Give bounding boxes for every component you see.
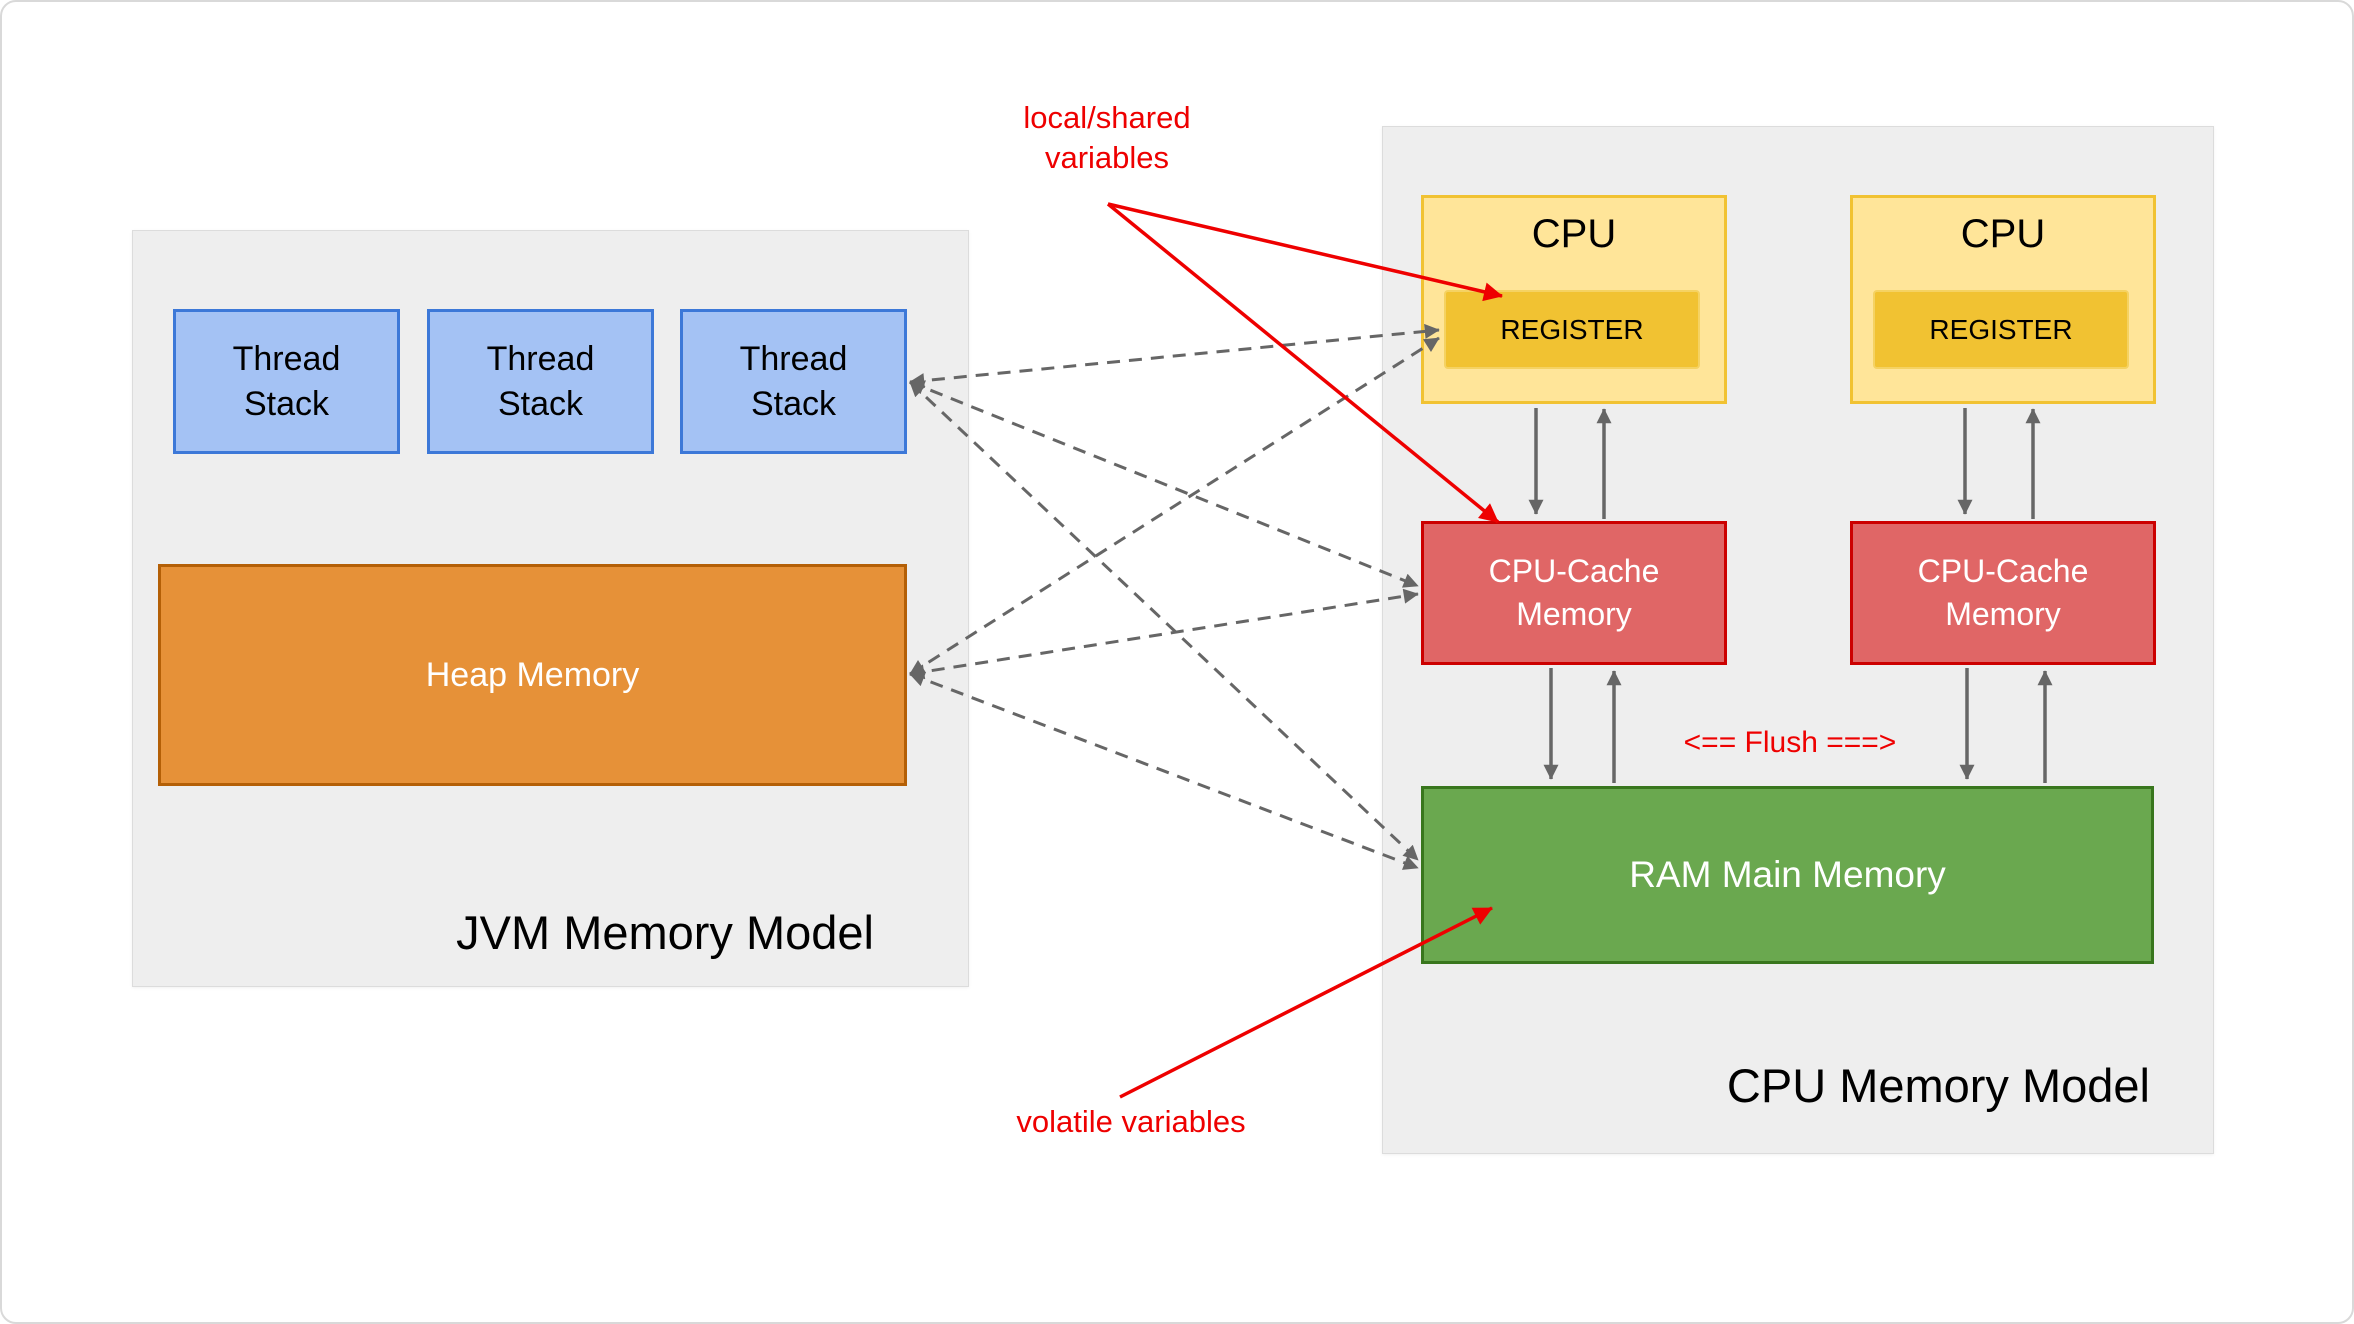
- register-box-1: REGISTER: [1444, 290, 1700, 369]
- cpu-cache-label-2: CPU-Cache Memory: [1917, 552, 2089, 632]
- dashed-link-stack-cache: [909, 380, 1419, 588]
- thread-stack-box-3: Thread Stack: [680, 309, 907, 454]
- cpu-cache-label-1: CPU-Cache Memory: [1488, 552, 1660, 632]
- register-box-2: REGISTER: [1873, 290, 2129, 369]
- annotation-local-shared-variables: local/shared variables: [957, 98, 1257, 179]
- dashed-link-stack-ram: [908, 380, 1420, 862]
- annotation-local-shared-line2: variables: [1044, 140, 1170, 176]
- thread-stack-box-1: Thread Stack: [173, 309, 400, 454]
- cpu-panel-title: CPU Memory Model: [1726, 1059, 2150, 1112]
- cpu-cache-box-2: CPU-Cache Memory: [1850, 521, 2156, 665]
- dashed-link-stack-register: [909, 323, 1440, 389]
- ram-main-memory-label: RAM Main Memory: [1629, 854, 1946, 895]
- thread-stack-label-2: Thread Stack: [486, 339, 595, 423]
- register-label-2: REGISTER: [1929, 313, 2073, 345]
- cpu-label-1: CPU: [1531, 211, 1617, 256]
- jvm-panel-title: JVM Memory Model: [456, 906, 874, 959]
- dashed-link-heap-cache: [909, 588, 1419, 680]
- heap-memory-label: Heap Memory: [425, 655, 640, 694]
- ram-main-memory-box: RAM Main Memory: [1421, 786, 2154, 964]
- dashed-link-heap-register: [909, 336, 1440, 676]
- cpu-label-2: CPU: [1960, 211, 2046, 256]
- annotation-volatile-variables: volatile variables: [1016, 1104, 1246, 1139]
- cpu-cache-box-1: CPU-Cache Memory: [1421, 521, 1727, 665]
- heap-memory-box: Heap Memory: [158, 564, 907, 786]
- thread-stack-label-3: Thread Stack: [739, 339, 848, 423]
- thread-stack-label-1: Thread Stack: [232, 339, 341, 423]
- annotation-local-shared-line1: local/shared: [1023, 100, 1191, 135]
- dashed-link-heap-ram: [909, 672, 1419, 870]
- thread-stack-box-2: Thread Stack: [427, 309, 654, 454]
- flush-annotation: <== Flush ===>: [1683, 726, 1897, 759]
- register-label-1: REGISTER: [1500, 313, 1644, 345]
